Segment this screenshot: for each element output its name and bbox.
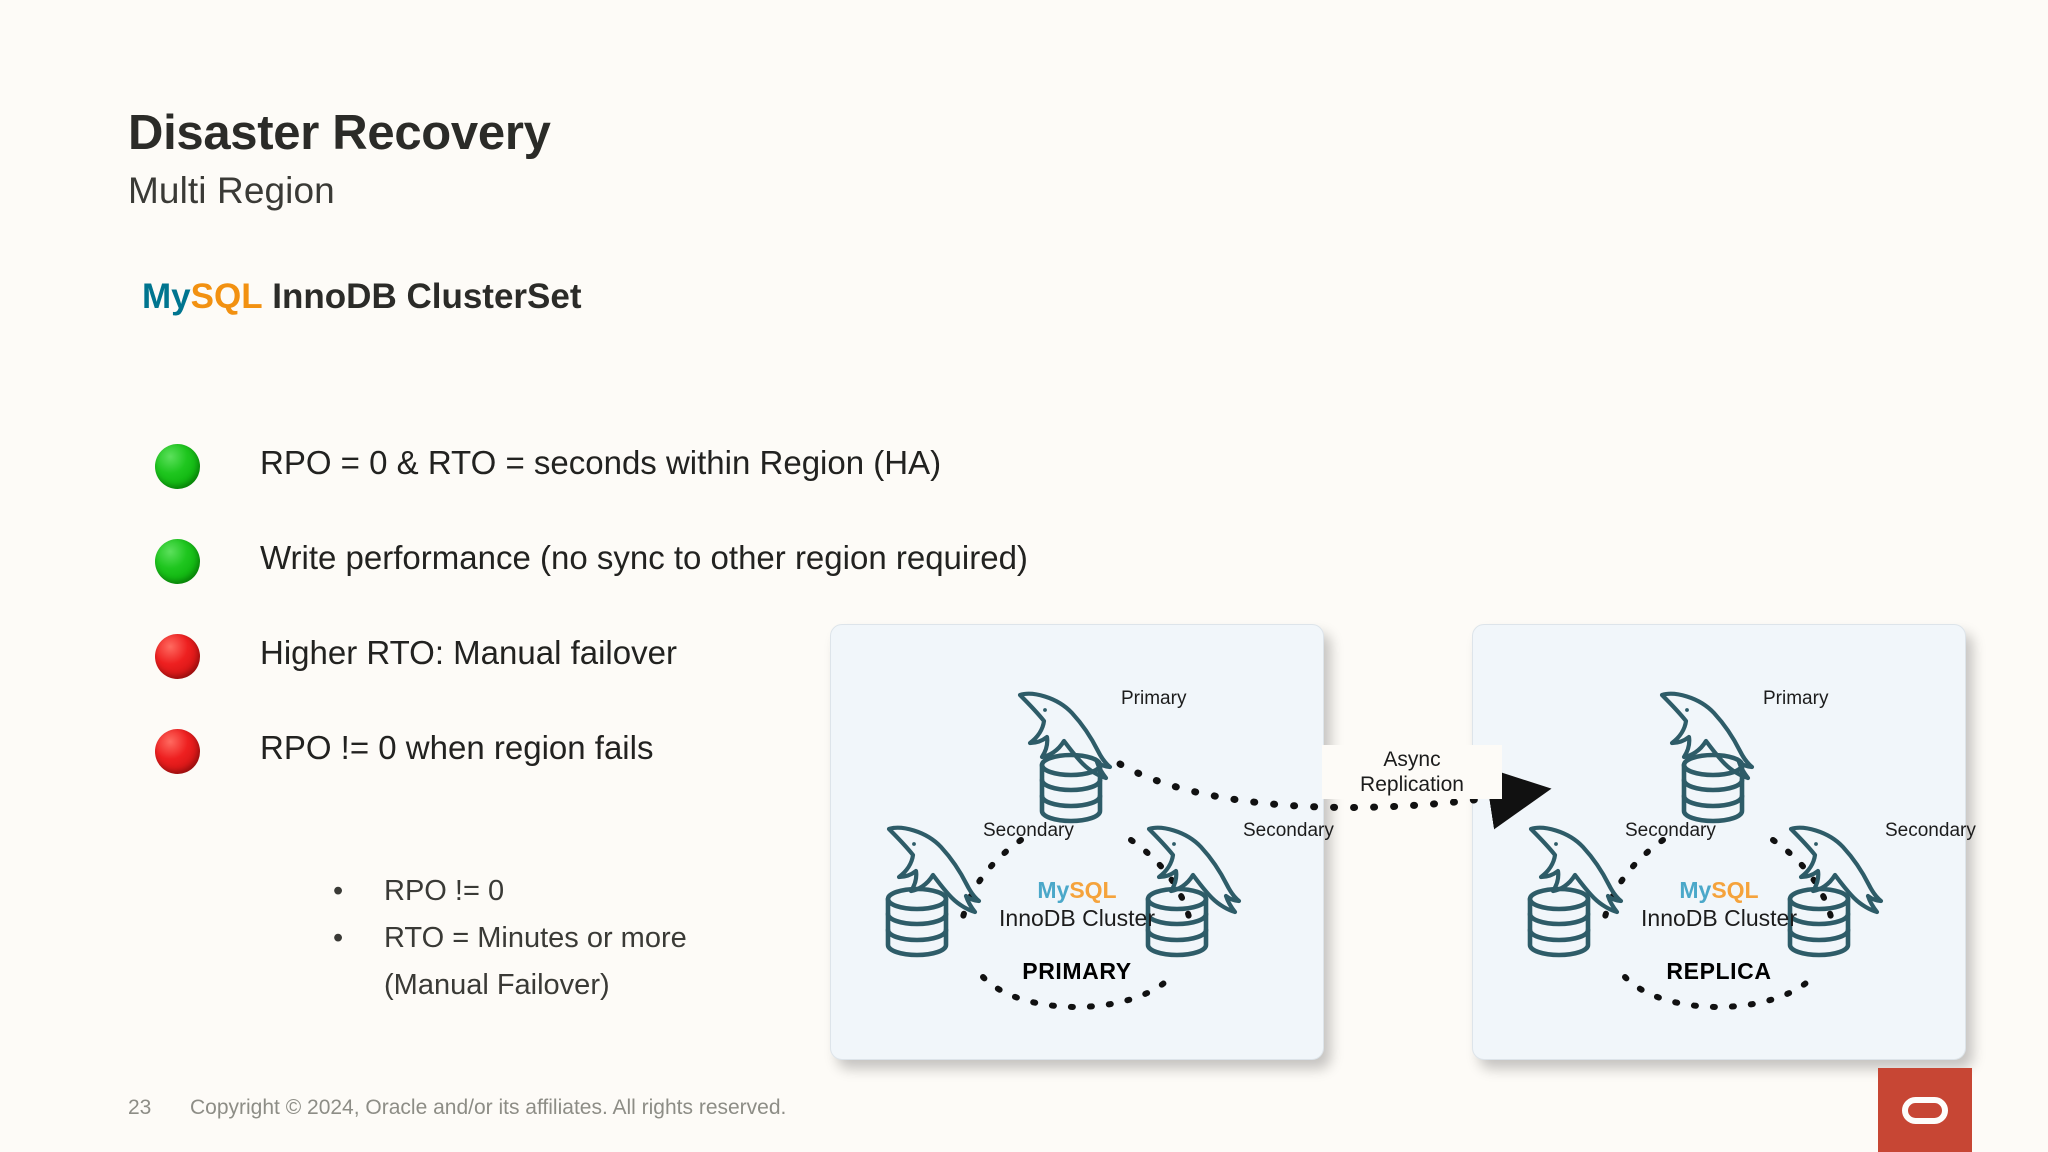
node-label-secondary-left: Secondary <box>983 820 1074 841</box>
async-replication-label-line1: Async <box>1383 748 1441 771</box>
bullet-marker-icon: • <box>333 875 344 907</box>
product-heading: MySQL InnoDB ClusterSet <box>142 277 582 317</box>
bullet-item: RPO = 0 & RTO = seconds within Region (H… <box>155 438 1155 533</box>
node-label-secondary-right: Secondary <box>1243 820 1334 841</box>
page-title: Disaster Recovery <box>128 106 551 160</box>
cluster-panel-primary: Primary Secondary Secondary MySQL InnoDB… <box>830 624 1334 1060</box>
bullet-marker-icon: • <box>333 922 344 954</box>
sub-bullet-continuation: (Manual Failover) <box>384 969 610 1001</box>
bullet-item: Write performance (no sync to other regi… <box>155 533 1155 628</box>
page-number: 23 <box>128 1096 152 1119</box>
bullet-label: Write performance (no sync to other regi… <box>260 539 1028 576</box>
node-label-secondary-right: Secondary <box>1885 820 1976 841</box>
sub-bullet-item: • RTO = Minutes or more (Manual Failover… <box>333 915 853 1009</box>
oracle-o-icon <box>1902 1096 1948 1124</box>
sub-bullet-label: RPO != 0 <box>384 875 505 907</box>
bullet-label: RPO != 0 when region fails <box>260 729 654 766</box>
oracle-logo <box>1878 1068 1972 1152</box>
cluster-node-secondary-left <box>1513 813 1663 963</box>
bullet-label: RPO = 0 & RTO = seconds within Region (H… <box>260 444 942 481</box>
sub-bullet-list: • RPO != 0 • RTO = Minutes or more (Manu… <box>333 868 853 1009</box>
async-replication-label-line2: Replication <box>1360 773 1464 796</box>
status-dot-red-icon <box>155 634 200 679</box>
cluster-node-primary <box>1002 679 1152 829</box>
cluster-panel-replica: Primary Secondary Secondary MySQL InnoDB… <box>1472 624 1976 1060</box>
node-label-primary: Primary <box>1121 688 1187 709</box>
cluster-node-secondary-right <box>1773 813 1923 963</box>
sub-bullet-item: • RPO != 0 <box>333 868 853 915</box>
mysql-sql-text: SQL <box>190 277 263 316</box>
node-label-primary: Primary <box>1763 688 1829 709</box>
cluster-ring-dashed <box>1602 837 1834 1010</box>
copyright-text: Copyright © 2024, Oracle and/or its affi… <box>190 1096 787 1119</box>
cluster-ring-dashed <box>960 837 1192 1010</box>
bullet-item: RPO != 0 when region fails <box>155 723 1155 818</box>
status-dot-green-icon <box>155 444 200 489</box>
status-dot-red-icon <box>155 729 200 774</box>
sub-bullet-label: RTO = Minutes or more <box>384 922 687 954</box>
page-subtitle: Multi Region <box>128 170 335 211</box>
cluster-node-primary <box>1644 679 1794 829</box>
node-label-secondary-left: Secondary <box>1625 820 1716 841</box>
status-dot-green-icon <box>155 539 200 584</box>
product-heading-rest: InnoDB ClusterSet <box>262 277 582 316</box>
mysql-my-text: My <box>142 277 191 316</box>
bullet-label: Higher RTO: Manual failover <box>260 634 677 671</box>
cluster-node-secondary-right <box>1131 813 1281 963</box>
async-replication-label: Async Replication <box>1322 745 1502 799</box>
cluster-node-secondary-left <box>871 813 1021 963</box>
bullet-list: RPO = 0 & RTO = seconds within Region (H… <box>155 438 1155 818</box>
async-replication-arrow-icon <box>1116 760 1552 830</box>
bullet-item: Higher RTO: Manual failover <box>155 628 1155 723</box>
